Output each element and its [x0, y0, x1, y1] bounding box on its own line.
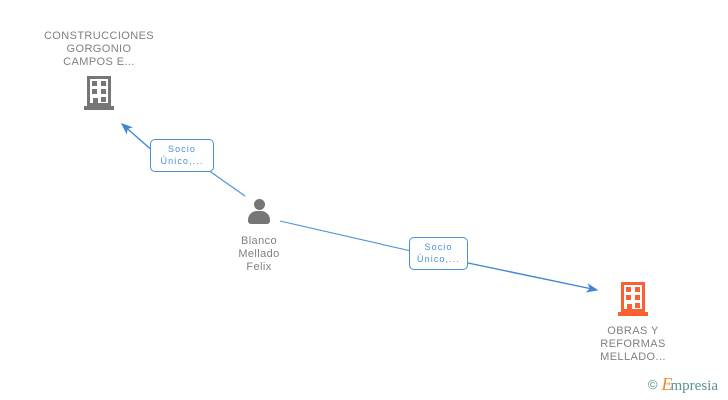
empresia-logo: Empresia [662, 374, 720, 394]
building-base [618, 312, 648, 316]
building-window [101, 81, 106, 86]
person-icon [245, 198, 273, 226]
edge-line-felix-label-upper [207, 169, 246, 197]
building-window [635, 295, 640, 300]
copyright-icon: © [647, 376, 658, 392]
building-window [626, 287, 631, 292]
building-base [84, 106, 114, 110]
node-construcciones-gorgonio[interactable]: CONSTRUCCIONES GORGONIO CAMPOS E... [20, 30, 178, 110]
building-window [92, 81, 97, 86]
empresia-logo-text: mpresia [670, 378, 718, 394]
building-window [101, 89, 106, 94]
building-body [87, 76, 111, 106]
building-window [635, 303, 640, 308]
node-label-blanco-mellado-felix: Blanco Mellado Felix [238, 235, 280, 273]
person-torso [248, 211, 270, 224]
building-door [627, 304, 632, 312]
node-blanco-mellado-felix[interactable]: Blanco Mellado Felix [216, 198, 302, 274]
edge-label-socio-unico-construcciones[interactable]: Socio Único,... [150, 139, 214, 172]
empresia-watermark: © Empresia [648, 374, 720, 394]
empresia-logo-initial: E [661, 374, 673, 394]
node-obras-y-reformas-mellado[interactable]: OBRAS Y REFORMAS MELLADO... [578, 282, 688, 364]
node-label-obras-y-reformas-mellado: OBRAS Y REFORMAS MELLADO... [600, 325, 666, 363]
building-icon [84, 76, 114, 110]
building-window [635, 287, 640, 292]
building-window [626, 295, 631, 300]
building-door [93, 98, 98, 106]
building-body [621, 282, 645, 312]
edge-label-socio-unico-obras[interactable]: Socio Único,... [409, 237, 468, 270]
node-label-construcciones-gorgonio: CONSTRUCCIONES GORGONIO CAMPOS E... [43, 30, 155, 68]
building-icon [618, 282, 648, 316]
person-head [254, 199, 265, 210]
building-window [101, 97, 106, 102]
building-window [92, 89, 97, 94]
